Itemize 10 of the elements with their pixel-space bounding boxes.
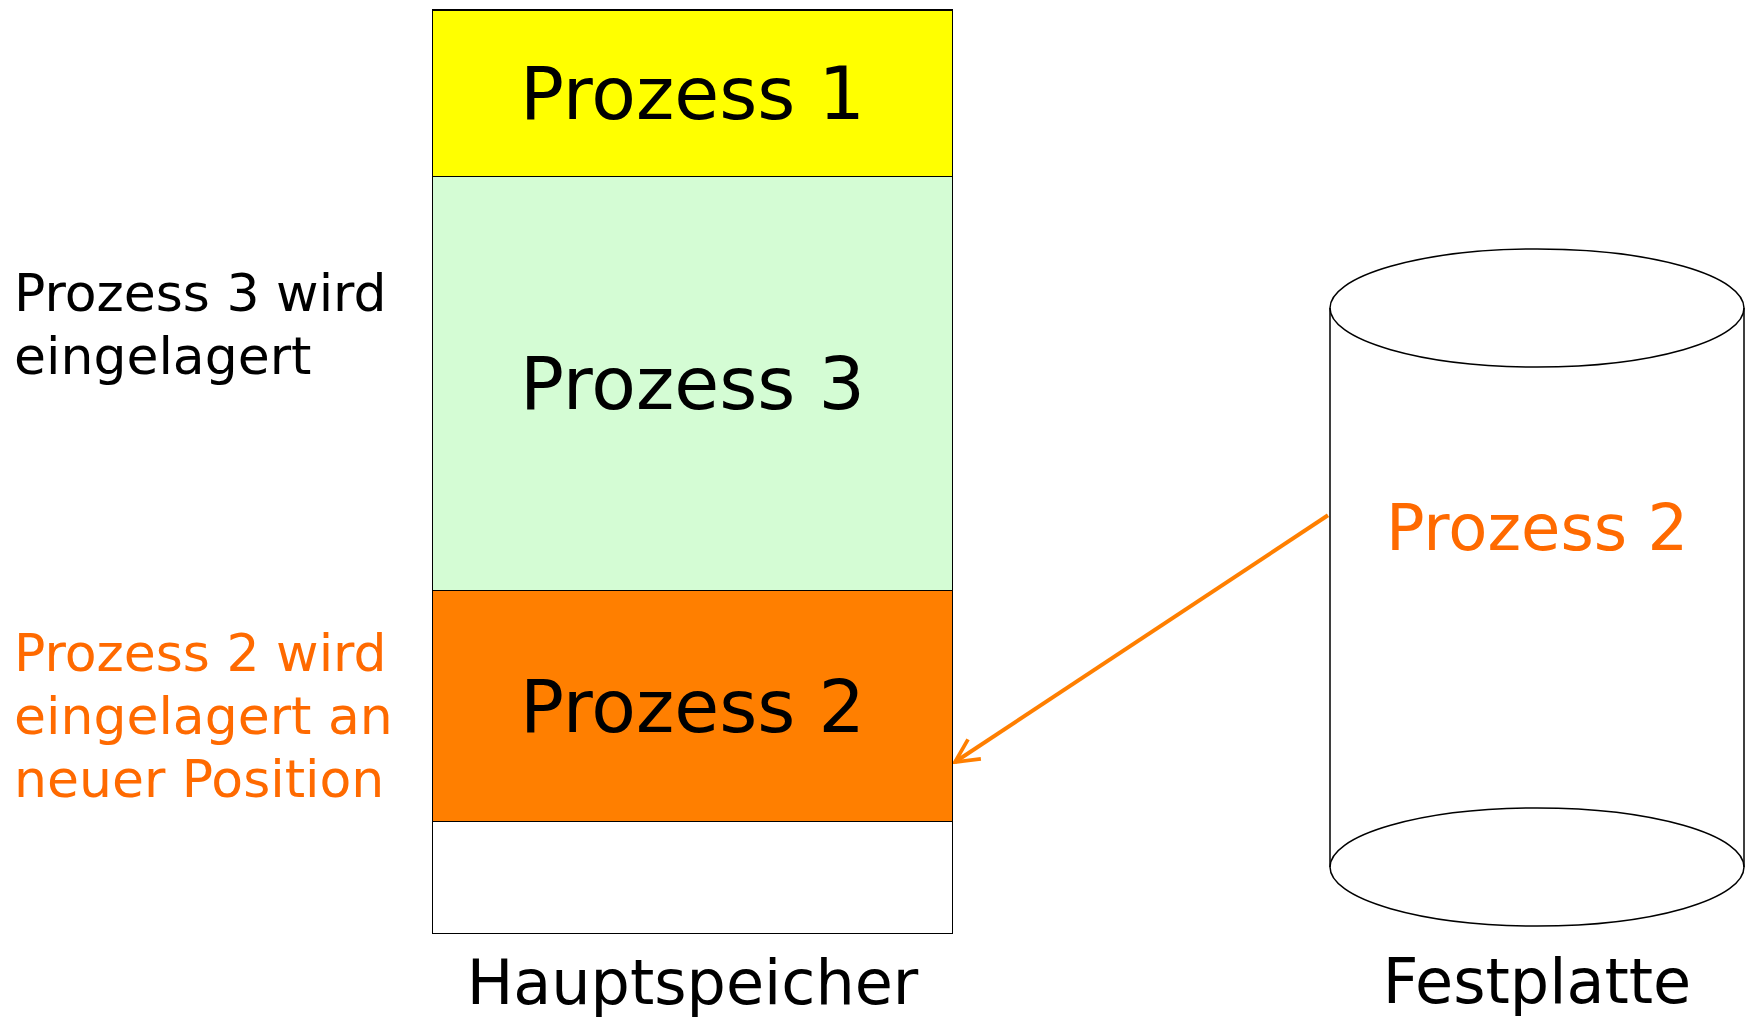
process-block (433, 176, 952, 590)
status-note: Prozess 3 wird eingelagert (14, 262, 388, 388)
process-label: Prozess 2 (520, 669, 865, 743)
process-label: Prozess 3 (520, 347, 865, 420)
process-block (433, 10, 952, 176)
process-block (433, 590, 952, 821)
arrow (953, 513, 1330, 764)
disk-content-label: Prozess 2 (1385, 496, 1689, 560)
process-label: Prozess 1 (520, 57, 865, 130)
status-note: Prozess 2 wird eingelagert an neuer Position (14, 622, 394, 811)
